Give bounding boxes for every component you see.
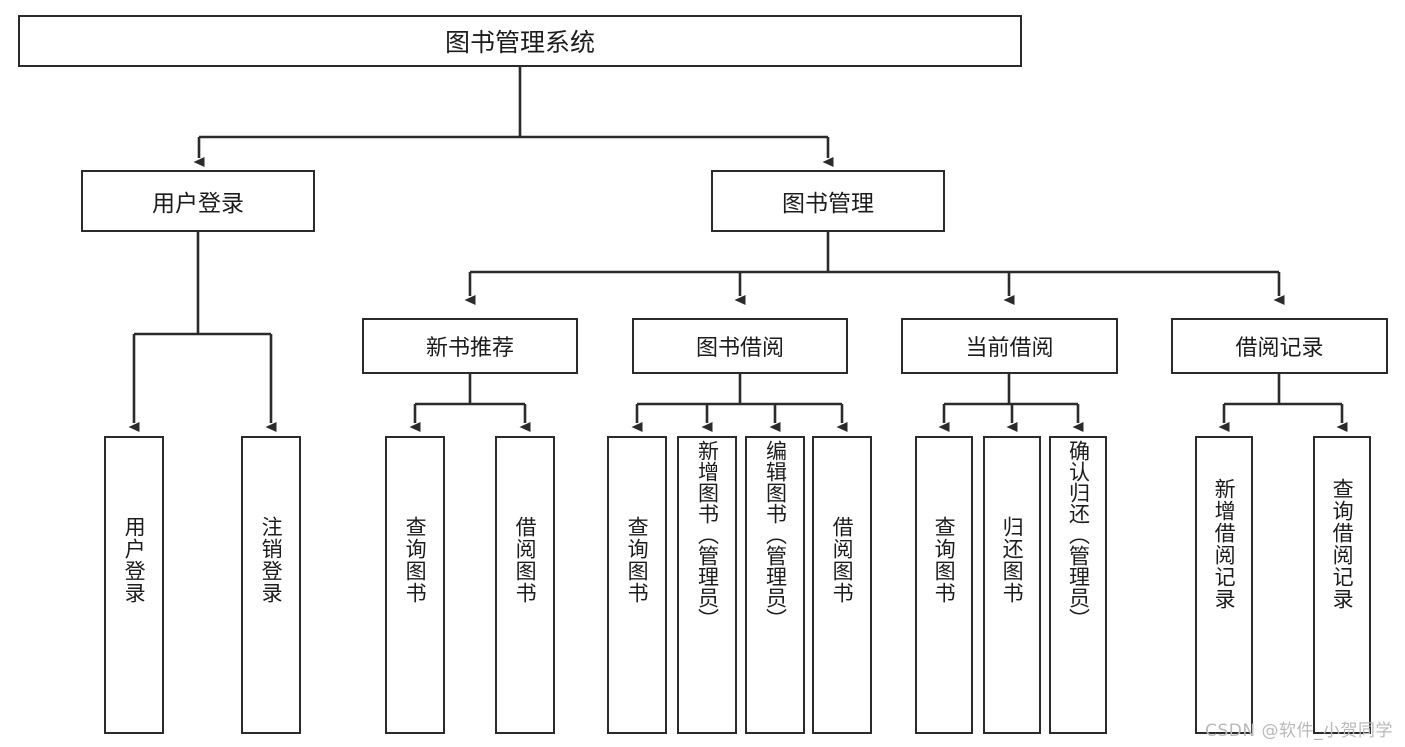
leaf-user-logout[interactable]: 注销登录 xyxy=(241,436,301,734)
node-root[interactable]: 图书管理系统 xyxy=(18,15,1022,67)
node-book-manage-label: 图书管理 xyxy=(782,191,874,217)
leaf-borrow-book-1-label: 借阅图书 xyxy=(513,516,538,604)
node-root-label: 图书管理系统 xyxy=(444,28,595,57)
leaf-query-book-2-label: 查询图书 xyxy=(625,516,650,604)
leaf-borrow-book-1[interactable]: 借阅图书 xyxy=(495,436,555,734)
leaf-query-borrow-record[interactable]: 查询借阅记录 xyxy=(1313,436,1371,734)
leaf-add-borrow-record-label: 新增借阅记录 xyxy=(1212,478,1237,610)
node-user-login-label: 用户登录 xyxy=(152,191,244,217)
leaf-add-book-admin-label: 新增图书（管理员） xyxy=(695,440,720,629)
leaf-edit-book-admin[interactable]: 编辑图书（管理员） xyxy=(745,436,805,734)
leaf-user-login[interactable]: 用户登录 xyxy=(104,436,164,734)
watermark: CSDN @软件_小贺同学 xyxy=(1205,721,1393,741)
leaf-query-book-2[interactable]: 查询图书 xyxy=(607,436,667,734)
node-new-book-rec-label: 新书推荐 xyxy=(425,336,514,361)
leaf-edit-book-admin-label: 编辑图书（管理员） xyxy=(763,440,788,629)
leaf-query-book-1-label: 查询图书 xyxy=(403,516,428,604)
node-borrow-record[interactable]: 借阅记录 xyxy=(1171,318,1388,374)
leaf-user-login-label: 用户登录 xyxy=(122,516,147,604)
leaf-return-book-label: 归还图书 xyxy=(1000,516,1025,604)
node-borrow-record-label: 借阅记录 xyxy=(1235,336,1324,361)
leaf-add-borrow-record[interactable]: 新增借阅记录 xyxy=(1195,436,1253,734)
node-book-borrow[interactable]: 图书借阅 xyxy=(632,318,848,374)
node-book-manage[interactable]: 图书管理 xyxy=(711,170,945,232)
leaf-query-book-3[interactable]: 查询图书 xyxy=(915,436,973,734)
node-book-borrow-label: 图书借阅 xyxy=(695,336,784,361)
leaf-confirm-return-admin[interactable]: 确认归还（管理员） xyxy=(1049,436,1107,734)
leaf-user-logout-label: 注销登录 xyxy=(259,516,284,604)
node-new-book-rec[interactable]: 新书推荐 xyxy=(362,318,578,374)
leaf-borrow-book-2-label: 借阅图书 xyxy=(830,516,855,604)
leaf-confirm-return-admin-label: 确认归还（管理员） xyxy=(1066,440,1091,629)
leaf-return-book[interactable]: 归还图书 xyxy=(983,436,1041,734)
leaf-query-borrow-record-label: 查询借阅记录 xyxy=(1330,478,1355,610)
leaf-query-book-3-label: 查询图书 xyxy=(932,516,957,604)
leaf-add-book-admin[interactable]: 新增图书（管理员） xyxy=(677,436,737,734)
leaf-borrow-book-2[interactable]: 借阅图书 xyxy=(812,436,872,734)
node-user-login[interactable]: 用户登录 xyxy=(81,170,315,232)
node-current-borrow-label: 当前借阅 xyxy=(965,336,1054,361)
node-current-borrow[interactable]: 当前借阅 xyxy=(901,318,1118,374)
leaf-query-book-1[interactable]: 查询图书 xyxy=(385,436,445,734)
